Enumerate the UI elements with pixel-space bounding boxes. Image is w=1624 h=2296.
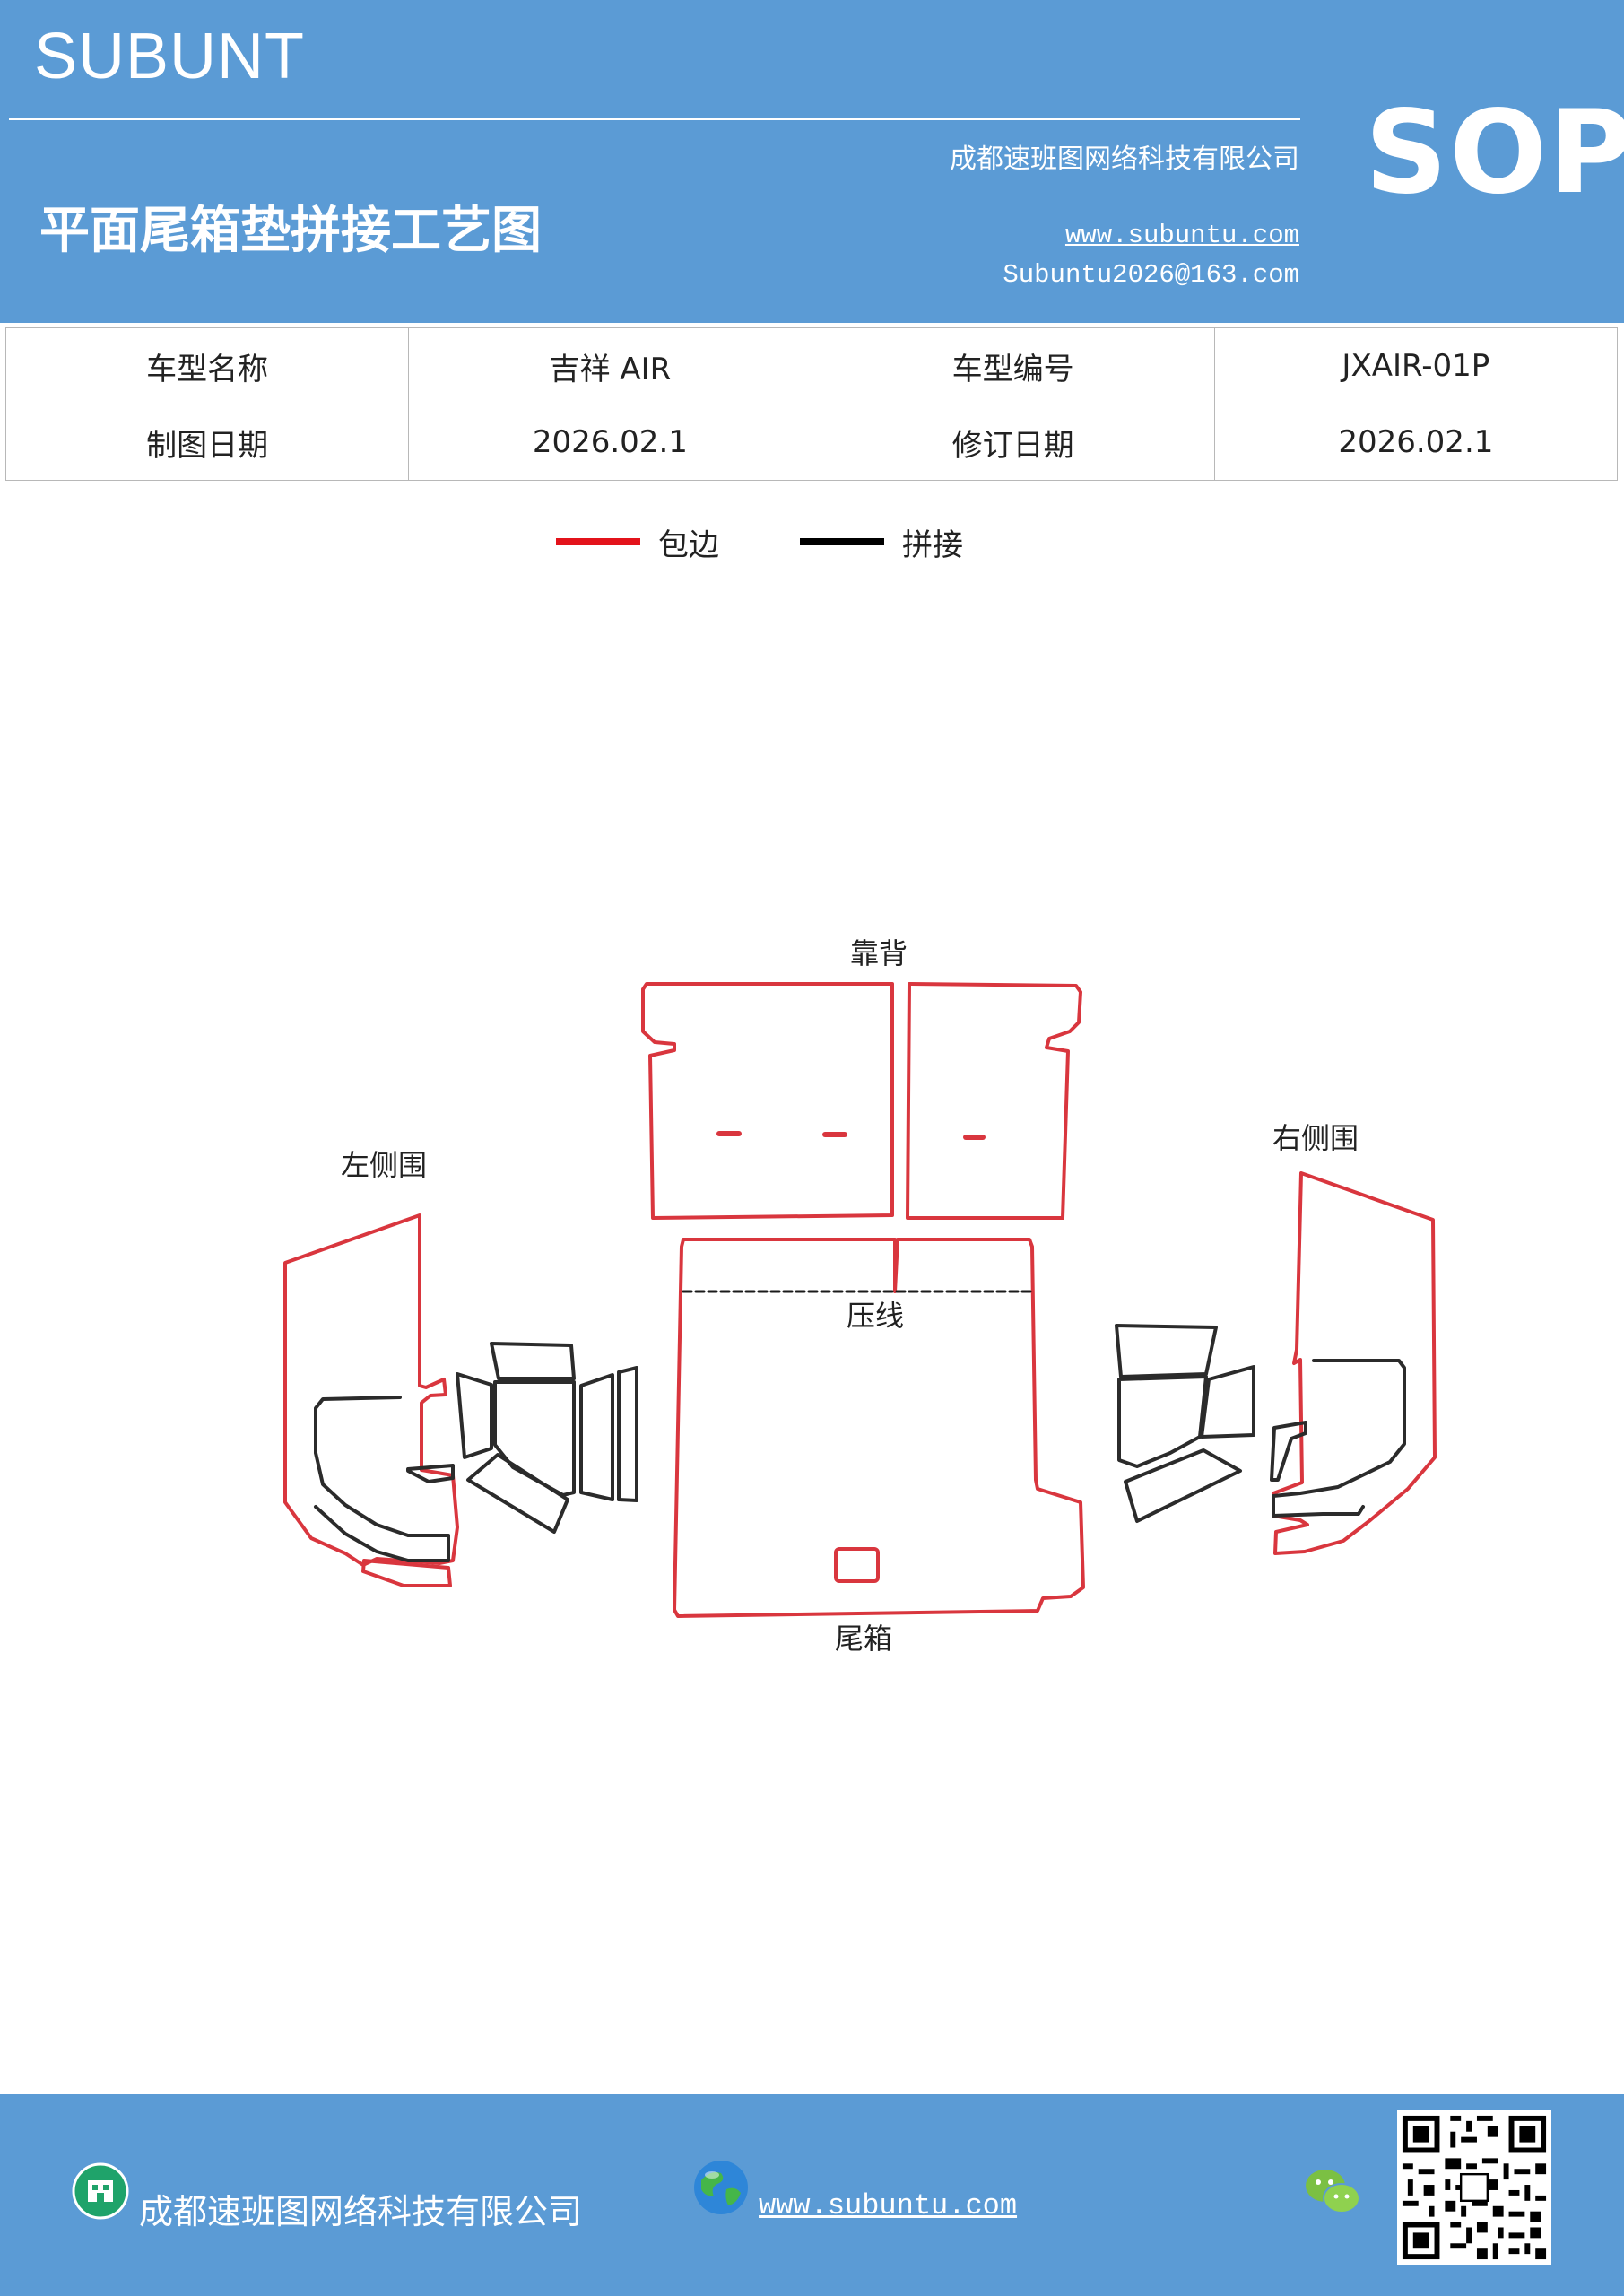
model-code-value: JXAIR-01P: [1213, 327, 1619, 404]
brand-name: SUBUNT: [34, 21, 306, 92]
left-cluster-piece: [466, 1453, 569, 1534]
right-cluster-piece: [1115, 1324, 1218, 1378]
email-address: Subuntu2026@163.com: [1003, 260, 1299, 290]
legend: 包边 拼接: [556, 520, 1094, 574]
legend-edge-label: 包边: [658, 527, 719, 563]
left-side-label: 左侧围: [341, 1148, 427, 1182]
model-name-value: 吉祥 AIR: [408, 327, 812, 404]
table-row: 车型名称 吉祥 AIR 车型编号 JXAIR-01P: [4, 327, 1619, 404]
header-divider: [9, 118, 1300, 120]
revision-date-label: 修订日期: [811, 404, 1215, 481]
footer-banner: 成都速班图网络科技有限公司 www.subuntu.com: [0, 2094, 1624, 2296]
mat-pattern-diagram: 靠背 左侧围 右侧围 压线 尾箱: [283, 936, 1437, 1656]
left-cluster-piece: [456, 1372, 493, 1459]
sop-label: SOP: [1365, 86, 1624, 220]
trunk-cutout: [834, 1547, 880, 1583]
right-cluster-piece: [1200, 1365, 1255, 1439]
table-row: 制图日期 2026.02.1 修订日期 2026.02.1: [4, 404, 1619, 481]
left-seam-curve: [314, 1396, 450, 1562]
draw-date-label: 制图日期: [4, 404, 410, 481]
header-banner: SUBUNT 平面尾箱垫拼接工艺图 成都速班图网络科技有限公司 www.subu…: [0, 0, 1624, 323]
legend-seam-label: 拼接: [902, 527, 963, 563]
model-name-label: 车型名称: [4, 327, 410, 404]
backrest-label: 靠背: [850, 936, 908, 970]
right-small-piece: [1270, 1421, 1307, 1482]
qr-code-icon: [1397, 2110, 1551, 2265]
left-lower-strip: [361, 1559, 452, 1587]
trunk-floor-panel: [673, 1238, 1085, 1618]
right-side-wall-panel: [1272, 1171, 1437, 1555]
legend-seam-line: [800, 538, 884, 545]
draw-date-value: 2026.02.1: [408, 404, 812, 481]
legend-edge-line: [556, 538, 640, 545]
left-cluster-piece: [490, 1342, 576, 1380]
backrest-left-panel: [641, 982, 894, 1220]
left-cluster-piece: [617, 1366, 638, 1502]
left-side-wall-panel: [283, 1213, 459, 1567]
left-cluster-piece: [579, 1373, 614, 1501]
revision-date-value: 2026.02.1: [1213, 404, 1619, 481]
model-code-label: 车型编号: [811, 327, 1215, 404]
trunk-label: 尾箱: [835, 1622, 892, 1656]
backrest-right-panel: [906, 982, 1082, 1220]
left-small-piece: [406, 1464, 455, 1483]
company-name: 成都速班图网络科技有限公司: [950, 144, 1299, 175]
wechat-icon[interactable]: [1302, 2164, 1365, 2218]
crease-label: 压线: [847, 1299, 904, 1333]
right-side-label: 右侧围: [1272, 1121, 1359, 1155]
building-icon: [72, 2162, 129, 2220]
vehicle-info-table: 车型名称 吉祥 AIR 车型编号 JXAIR-01P 制图日期 2026.02.…: [4, 327, 1619, 481]
website-link[interactable]: www.subuntu.com: [1064, 221, 1299, 250]
right-cluster-piece: [1117, 1375, 1208, 1468]
globe-icon: [694, 2161, 748, 2214]
right-seam-curve: [1272, 1359, 1406, 1518]
footer-website-link[interactable]: www.subuntu.com: [759, 2189, 1018, 2222]
footer-company-name: 成都速班图网络科技有限公司: [139, 2192, 583, 2231]
right-cluster-piece: [1124, 1448, 1242, 1523]
document-title: 平面尾箱垫拼接工艺图: [39, 202, 542, 260]
